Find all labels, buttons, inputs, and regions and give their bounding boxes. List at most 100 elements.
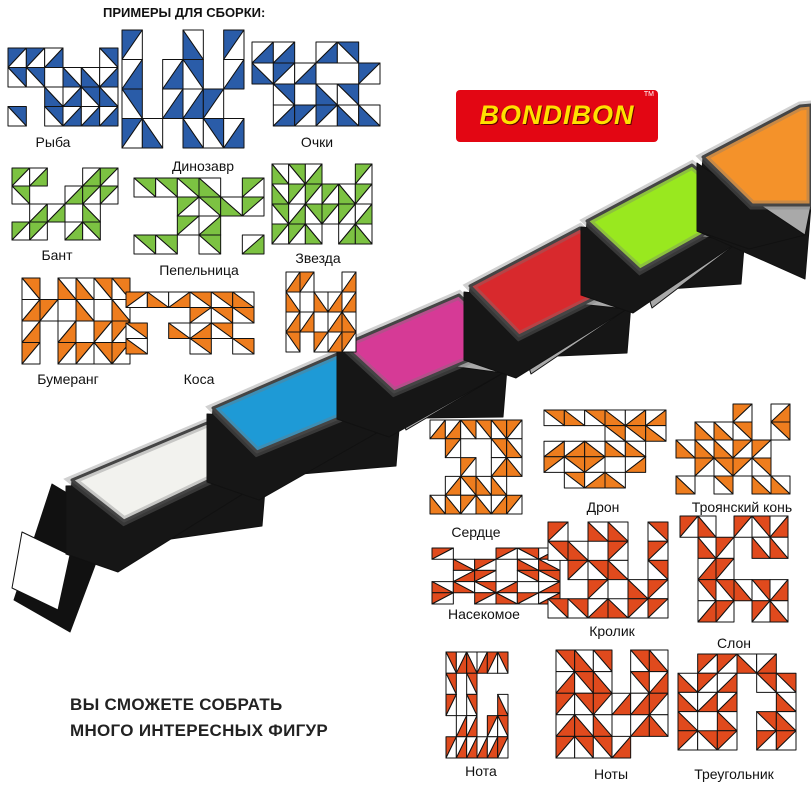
figure-ashtray: [133, 177, 265, 255]
figure-tile: [444, 438, 462, 459]
label-heart: Сердце: [451, 524, 501, 540]
figure-triangle: [677, 653, 797, 751]
figure-tile: [223, 118, 245, 149]
figure-horse: [675, 403, 791, 495]
figure-tile: [675, 475, 696, 495]
figure-tile: [497, 736, 509, 759]
figure-tile: [697, 730, 718, 751]
figure-boomerang: [21, 277, 131, 365]
figure-tile: [506, 457, 523, 477]
figure-notes: [555, 649, 669, 759]
figure-tile: [198, 234, 222, 255]
figure-tile: [713, 475, 734, 495]
figure-tile: [25, 67, 46, 88]
examples-heading: ПРИМЕРЫ ДЛЯ СБОРКИ:: [103, 5, 266, 20]
figure-tile: [29, 167, 48, 187]
figure-tile: [769, 600, 789, 623]
figure-tile: [232, 307, 255, 324]
figure-tile: [304, 223, 323, 245]
figure-tile: [604, 440, 626, 458]
figure-tile: [313, 291, 329, 313]
figure-tile: [11, 185, 31, 205]
figure-tile: [294, 62, 317, 85]
figure-tile: [358, 104, 381, 127]
figure-tile: [645, 425, 667, 442]
figure-rabbit: [547, 521, 669, 619]
figure-tile: [82, 221, 101, 241]
figure-tile: [647, 598, 669, 619]
figure-tile: [168, 322, 191, 339]
figure-dino: [121, 29, 245, 149]
figure-tile: [592, 735, 613, 759]
figure-tile: [733, 579, 753, 602]
figure-tile: [751, 475, 772, 495]
figure-tile: [354, 223, 373, 245]
label-glasses: Очки: [300, 134, 334, 150]
label-dino: Динозавр: [171, 158, 235, 174]
figure-tile: [39, 299, 59, 322]
figure-tile: [358, 62, 381, 85]
segment-face-rim: [695, 100, 811, 210]
figure-tile: [563, 471, 586, 489]
figure-tile: [141, 118, 164, 149]
figure-tile: [189, 338, 212, 355]
figure-star: [271, 163, 373, 245]
figure-tile: [93, 342, 113, 365]
bondibon-logo: BONDIBON TM: [456, 90, 658, 142]
label-horse: Троянский конь: [691, 499, 793, 515]
figure-tile: [769, 536, 789, 559]
figure-tile: [716, 730, 738, 751]
figure-tile: [44, 106, 64, 127]
figure-tile: [563, 409, 586, 427]
figure-tile: [21, 342, 41, 365]
figure-tile: [584, 409, 606, 427]
segment-color-face: [701, 103, 811, 207]
figure-tile: [210, 322, 234, 339]
figure-braid: [125, 291, 255, 355]
figure-tile: [46, 203, 66, 223]
label-elephant: Слон: [717, 635, 751, 651]
figure-tile: [336, 41, 360, 64]
label-insect: Насекомое: [448, 606, 520, 622]
label-note: Нота: [465, 763, 497, 779]
figure-tile: [611, 735, 632, 759]
label-ashtray: Пепельница: [159, 262, 239, 278]
figure-tile: [770, 475, 791, 495]
figure-tile: [506, 494, 523, 515]
figure-tile: [445, 693, 457, 717]
figure-tile: [29, 221, 48, 241]
figure-tile: [497, 651, 509, 674]
figure-tile: [715, 600, 735, 623]
figure-tile: [587, 521, 609, 542]
figure-tile: [133, 177, 157, 198]
figure-tile: [567, 598, 589, 619]
figure-partial: [285, 271, 357, 353]
figure-tile: [452, 581, 476, 594]
figure-tile: [133, 234, 157, 255]
figure-tile: [251, 62, 274, 85]
figure-tile: [155, 234, 178, 255]
label-notes: Ноты: [593, 766, 629, 782]
trademark-mark: TM: [643, 91, 654, 98]
figure-tile: [44, 47, 64, 68]
label-triangle: Треугольник: [694, 766, 774, 782]
figure-tile: [232, 338, 255, 355]
figure-tile: [299, 271, 315, 293]
figure-elephant: [679, 515, 789, 623]
figure-heart: [429, 419, 523, 515]
figure-tile: [146, 291, 170, 308]
tagline-line-2: МНОГО ИНТЕРЕСНЫХ ФИГУР: [70, 721, 329, 740]
figure-tile: [336, 104, 360, 127]
figure-tile: [475, 419, 492, 440]
figure-note: [445, 651, 509, 759]
figure-tile: [7, 67, 27, 88]
figure-tile: [775, 730, 797, 751]
figure-tile: [155, 177, 178, 198]
figure-tile: [285, 331, 301, 353]
figure-tile: [220, 196, 243, 217]
end-cap-sticker: [11, 531, 71, 611]
figure-tile: [607, 559, 629, 581]
tagline: ВЫ СМОЖЕТЕ СОБРАТЬ МНОГО ИНТЕРЕСНЫХ ФИГУ…: [70, 692, 328, 744]
